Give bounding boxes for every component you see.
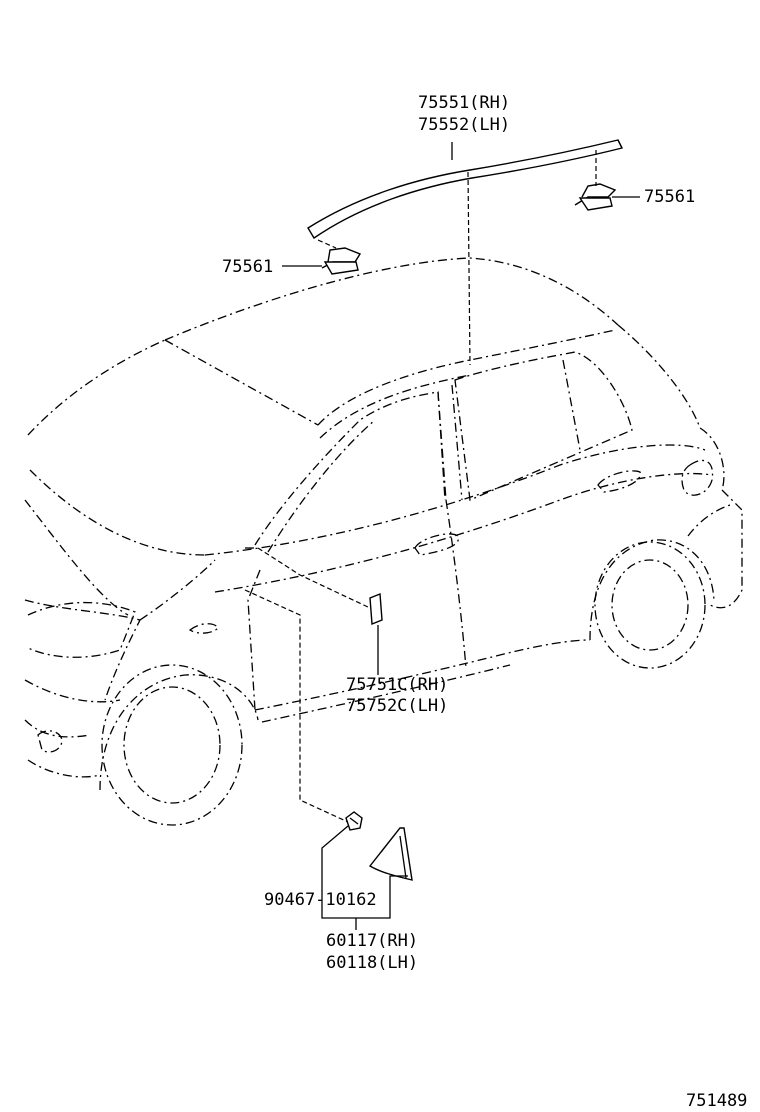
molding-leader-dashed <box>467 171 471 366</box>
car-body-outline <box>24 257 743 826</box>
figure-number: 751489 <box>686 1091 747 1111</box>
callout-molding-rh: 75551(RH) <box>418 93 510 113</box>
clip-left-leader-dashed <box>317 239 337 249</box>
callout-clip-part: 90467-10162 <box>264 890 377 910</box>
molding-clip-right <box>574 183 617 211</box>
callout-clip-right: 75561 <box>644 187 695 207</box>
door-stripe-part <box>369 592 383 626</box>
cover-dashed-path <box>244 589 349 823</box>
leader-lines <box>282 142 640 930</box>
callout-clip-left: 75561 <box>222 257 273 277</box>
roof-drip-molding <box>307 139 624 239</box>
front-corner-cover <box>368 827 413 881</box>
callout-cover-lh: 60118(LH) <box>326 953 418 973</box>
stripe-dashed-path <box>257 547 371 609</box>
callout-stripe-rh: 75751C(RH) <box>346 675 448 695</box>
cover-clip <box>345 811 363 831</box>
molding-clip-left <box>321 247 362 275</box>
callout-stripe-lh: 75752C(LH) <box>346 696 448 716</box>
callout-cover-rh: 60117(RH) <box>326 931 418 951</box>
callout-molding-lh: 75552(LH) <box>418 115 510 135</box>
